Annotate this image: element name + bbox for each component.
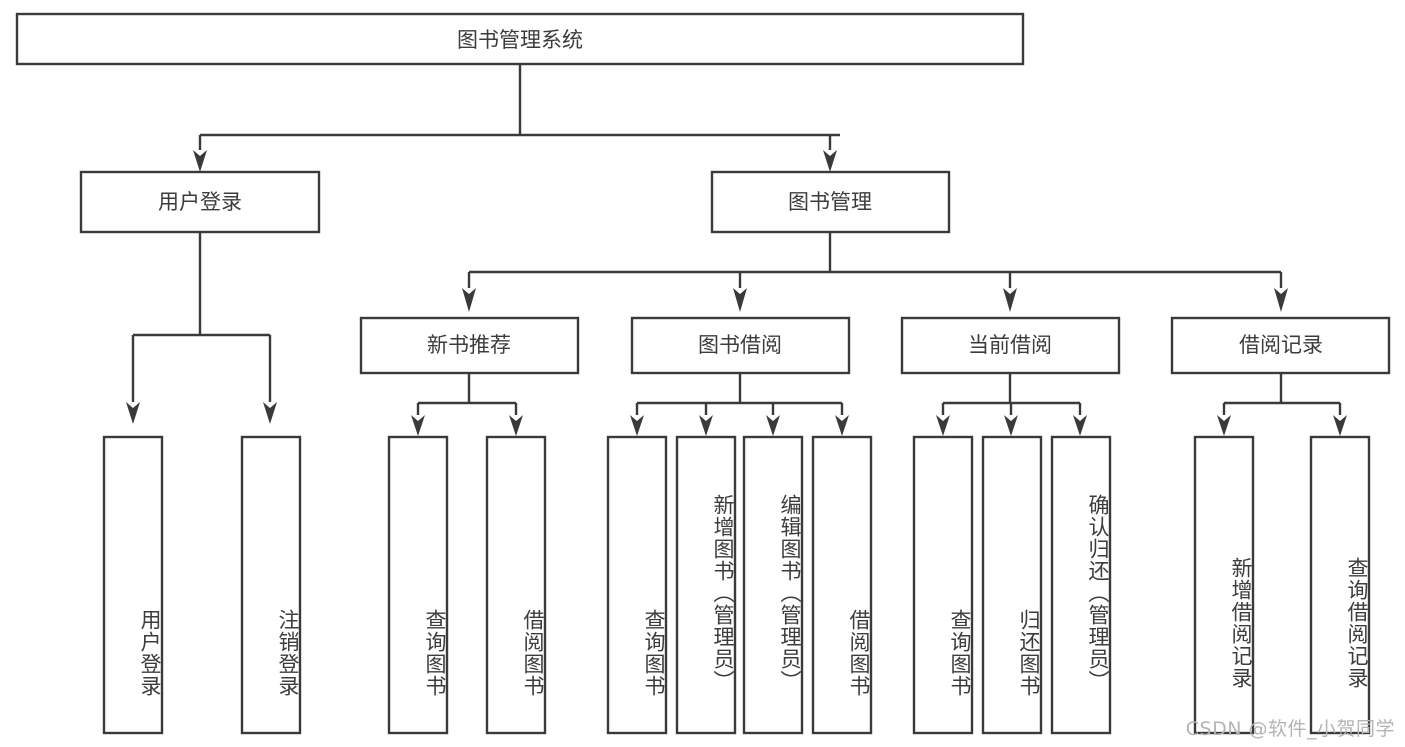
csdn-watermark: CSDN @软件_小贺同学 [1185, 718, 1395, 740]
node-root-label: 图书管理系统 [457, 28, 583, 52]
leaf-box-borrow-book-1[interactable] [485, 435, 547, 735]
node-book-management-label: 图书管理 [788, 190, 872, 214]
node-book-management[interactable] [710, 170, 951, 234]
connector-user-login-to-bus [126, 232, 277, 424]
node-book-borrow-label: 图书借阅 [698, 333, 782, 357]
node-user-login-label: 用户登录 [158, 190, 242, 214]
leaf-box-query-book-3[interactable] [912, 435, 974, 735]
node-current-borrow[interactable] [900, 316, 1121, 375]
leaf-box-edit-book[interactable] [742, 435, 804, 735]
node-new-book-recommend[interactable] [359, 316, 580, 375]
leaf-box-logout[interactable] [240, 435, 302, 735]
node-current-borrow-label: 当前借阅 [968, 333, 1052, 357]
connector-borrow-record-to-leaves [1217, 373, 1347, 436]
connector-new-book-to-leaves [411, 373, 523, 436]
leaf-box-borrow-book-2[interactable] [811, 435, 873, 735]
leaf-box-return-book[interactable] [981, 435, 1043, 735]
connector-current-borrow-to-leaves [936, 373, 1087, 436]
leaf-box-query-book-1[interactable] [387, 435, 449, 735]
node-new-book-recommend-label: 新书推荐 [427, 333, 511, 357]
node-borrow-record[interactable] [1170, 316, 1391, 375]
leaf-box-add-borrow-record[interactable] [1193, 435, 1255, 735]
connector-root-to-bus [200, 64, 840, 137]
leaf-box-confirm-return[interactable] [1050, 435, 1112, 735]
leaf-box-query-borrow-record[interactable] [1309, 435, 1371, 735]
node-user-login[interactable] [79, 170, 321, 234]
connector-book-mgmt-to-bus [462, 232, 1288, 312]
connector-root-to-book-mgmt [823, 135, 837, 172]
leaf-box-add-book[interactable] [675, 435, 737, 735]
leaf-box-user-login[interactable] [102, 435, 164, 735]
node-root[interactable] [15, 12, 1025, 66]
connector-book-borrow-to-leaves [630, 373, 849, 436]
node-book-borrow[interactable] [630, 316, 851, 375]
connector-root-to-user-login [193, 135, 207, 172]
node-borrow-record-label: 借阅记录 [1239, 333, 1323, 357]
leaf-box-query-book-2[interactable] [606, 435, 668, 735]
